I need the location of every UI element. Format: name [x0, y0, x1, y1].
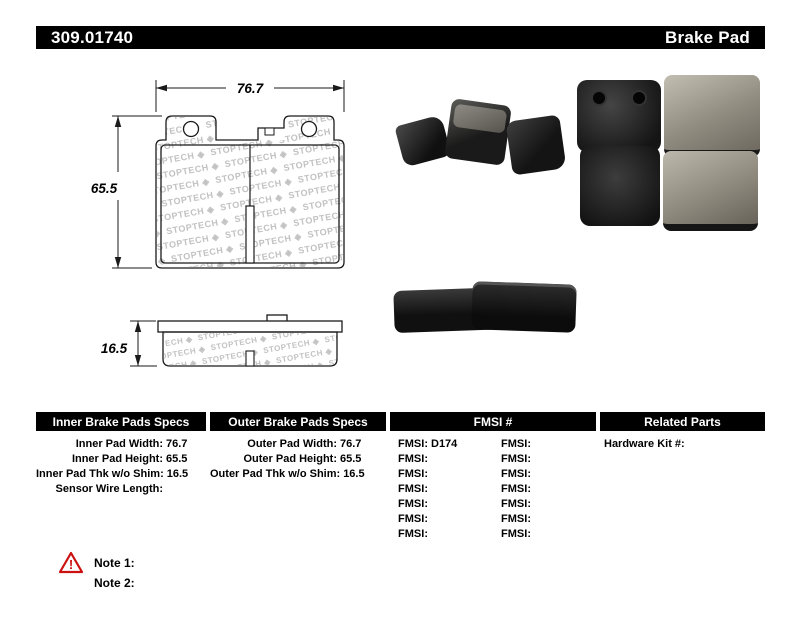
fmsi-row: FMSI:	[493, 452, 596, 467]
fmsi-list: FMSI:D174 FMSI: FMSI: FMSI: FMSI: FMSI: …	[390, 437, 596, 542]
spec-row: Inner Pad Width:76.7	[36, 437, 206, 452]
fmsi-row: FMSI:	[493, 527, 596, 542]
outer-specs-list: Outer Pad Width:76.7 Outer Pad Height:65…	[210, 437, 386, 482]
fmsi-row: FMSI:	[493, 482, 596, 497]
inner-specs-header: Inner Brake Pads Specs	[36, 412, 206, 431]
spec-row: Inner Pad Thk w/o Shim:16.5	[36, 467, 206, 482]
fmsi-row: FMSI:	[390, 527, 493, 542]
spec-label: Inner Pad Width:	[75, 438, 163, 450]
pad-side-view	[157, 314, 343, 333]
outer-specs-header: Outer Brake Pads Specs	[210, 412, 386, 431]
spec-value: 65.5	[166, 453, 188, 465]
fmsi-label: FMSI:	[398, 513, 428, 525]
fmsi-label: FMSI:	[398, 453, 428, 465]
dim-thickness-label: 16.5	[101, 341, 128, 356]
spec-label: Outer Pad Height:	[243, 453, 337, 465]
fmsi-row: FMSI:	[390, 467, 493, 482]
note-2: Note 2:	[94, 576, 135, 590]
fmsi-header: FMSI #	[390, 412, 596, 431]
fmsi-row: FMSI:D174	[390, 437, 493, 452]
photo-pad-hole	[593, 92, 605, 104]
photo-pad-lying-2	[471, 281, 577, 333]
spec-value: 16.5	[166, 468, 189, 480]
spec-label: Outer Pad Thk w/o Shim:	[210, 468, 341, 480]
related-parts-list: Hardware Kit #:	[600, 437, 765, 452]
front-view-watermark: STOPTECH ◈ STOPTECH ◈ STOPTECH ◈ STOPTEC…	[157, 117, 343, 267]
watermark-text: STOPTECH ◈ STOPTECH ◈ STOPTECH ◈ STOPTEC…	[157, 117, 343, 267]
spec-row: Outer Pad Thk w/o Shim:16.5	[210, 467, 386, 482]
note-2-label: Note 2:	[94, 576, 135, 590]
spec-value: 76.7	[340, 438, 362, 450]
fmsi-label: FMSI:	[501, 513, 531, 525]
fmsi-row: FMSI:	[493, 437, 596, 452]
product-title: Brake Pad	[665, 27, 750, 47]
photo-pad-pair	[393, 279, 577, 337]
fmsi-label: FMSI:	[501, 438, 531, 450]
part-number: 309.01740	[51, 27, 134, 47]
related-parts-header: Related Parts	[600, 412, 765, 431]
spec-label: Inner Pad Height:	[71, 453, 163, 465]
spec-value: 16.5	[343, 468, 365, 480]
fmsi-label: FMSI:	[501, 528, 531, 540]
photo-pad-hole	[633, 92, 645, 104]
spec-value: 76.7	[166, 438, 188, 450]
related-row: Hardware Kit #:	[600, 437, 765, 452]
fmsi-left-column: FMSI:D174 FMSI: FMSI: FMSI: FMSI: FMSI: …	[390, 437, 493, 542]
spec-row: Inner Pad Height:65.5	[36, 452, 206, 467]
fmsi-row: FMSI:	[493, 467, 596, 482]
photo-pad-back-bottom	[580, 146, 660, 226]
fmsi-row: FMSI:	[390, 497, 493, 512]
note-1-label: Note 1:	[94, 556, 135, 570]
fmsi-label: FMSI:	[398, 438, 428, 450]
fmsi-row: FMSI:	[390, 482, 493, 497]
spec-label: Inner Pad Thk w/o Shim:	[36, 468, 164, 480]
dim-height-label: 65.5	[91, 181, 118, 196]
spec-label: Sensor Wire Length:	[55, 483, 163, 495]
fmsi-row: FMSI:	[390, 512, 493, 527]
photo-small-pad	[444, 98, 512, 166]
fmsi-label: FMSI:	[398, 498, 428, 510]
top-notch	[264, 127, 275, 136]
spec-label: Outer Pad Width:	[247, 438, 337, 450]
fmsi-label: FMSI:	[501, 483, 531, 495]
fmsi-row: FMSI:	[493, 497, 596, 512]
fmsi-label: FMSI:	[501, 468, 531, 480]
photo-pad-friction-bottom	[663, 151, 758, 231]
related-label: Hardware Kit #:	[604, 438, 685, 450]
fmsi-label: FMSI:	[501, 453, 531, 465]
dim-width-label: 76.7	[237, 81, 265, 96]
spec-row: Sensor Wire Length:	[36, 482, 206, 497]
photo-small-pad-surface	[452, 103, 508, 134]
photo-hardware-clip-1	[394, 114, 452, 168]
photo-pad-friction-top	[664, 75, 760, 157]
fmsi-label: FMSI:	[398, 468, 428, 480]
fmsi-row: FMSI:	[390, 452, 493, 467]
warning-icon: !	[58, 551, 84, 574]
note-1: Note 1:	[94, 556, 135, 570]
side-view-watermark: STOPTECH ◈ STOPTECH ◈ STOPTECH ◈ STOPTEC…	[164, 333, 337, 365]
photo-pad-back-top	[577, 80, 661, 152]
fmsi-label: FMSI:	[501, 498, 531, 510]
fmsi-value: D174	[431, 438, 458, 450]
spec-row: Outer Pad Width:76.7	[210, 437, 386, 452]
fmsi-label: FMSI:	[398, 528, 428, 540]
fmsi-label: FMSI:	[398, 483, 428, 495]
watermark-text: STOPTECH ◈ STOPTECH ◈ STOPTECH ◈ STOPTEC…	[164, 333, 337, 365]
svg-text:!: !	[69, 557, 73, 572]
photo-hardware-clip-2	[505, 114, 567, 176]
inner-specs-list: Inner Pad Width:76.7 Inner Pad Height:65…	[36, 437, 206, 497]
header-bar: 309.01740 Brake Pad	[36, 26, 765, 49]
fmsi-right-column: FMSI: FMSI: FMSI: FMSI: FMSI: FMSI: FMSI…	[493, 437, 596, 542]
fmsi-row: FMSI:	[493, 512, 596, 527]
spec-row: Outer Pad Height:65.5	[210, 452, 386, 467]
spec-value: 65.5	[340, 453, 362, 465]
